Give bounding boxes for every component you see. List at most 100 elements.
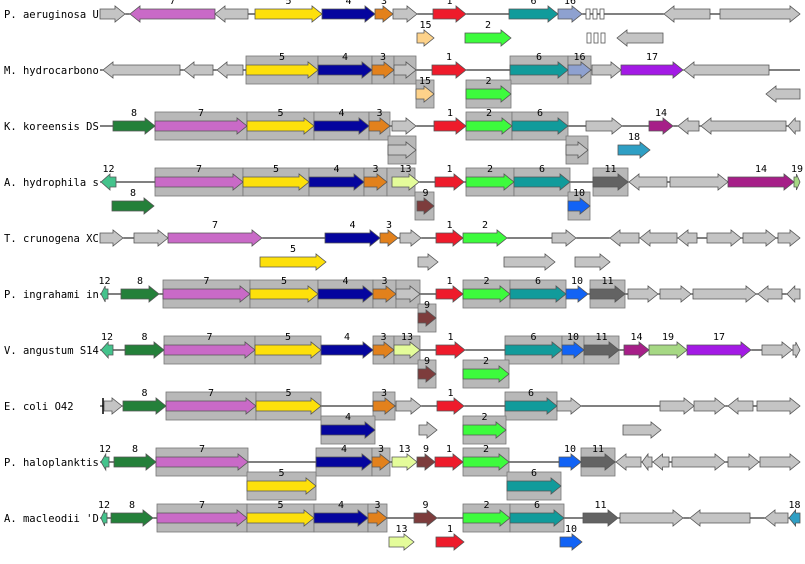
gene-7-arrow[interactable]: [162, 285, 251, 303]
gene-6-arrow[interactable]: [513, 173, 571, 191]
gene-3-arrow[interactable]: [368, 117, 391, 135]
gene-arrow[interactable]: [417, 253, 439, 271]
gene-1-arrow[interactable]: [433, 117, 467, 135]
gene-arrow[interactable]: [727, 453, 760, 471]
gene-5-arrow[interactable]: [249, 285, 319, 303]
gene-9-arrow[interactable]: [417, 309, 437, 327]
gene-8-arrow[interactable]: [112, 117, 156, 135]
gene-19-arrow[interactable]: [793, 173, 801, 191]
gene-arrow[interactable]: [399, 229, 422, 247]
gene-arrow[interactable]: [764, 509, 789, 527]
gene-2-arrow[interactable]: [465, 173, 515, 191]
gene-arrow[interactable]: [761, 341, 793, 359]
gene-arrow[interactable]: [659, 397, 695, 415]
gene-7-arrow[interactable]: [165, 397, 257, 415]
gene-9-arrow[interactable]: [416, 453, 436, 471]
gene-arrow[interactable]: [393, 61, 417, 79]
gene-3-arrow[interactable]: [372, 341, 395, 359]
gene-arrow[interactable]: [103, 397, 123, 415]
gene-12-arrow[interactable]: [100, 340, 114, 360]
gene-5-arrow[interactable]: [245, 61, 319, 79]
gene-11-arrow[interactable]: [582, 509, 619, 527]
gene-12-arrow[interactable]: [100, 173, 117, 191]
gene-arrow[interactable]: [391, 117, 417, 135]
gene-arrow[interactable]: [641, 452, 653, 472]
gene-10-arrow[interactable]: [567, 197, 591, 215]
gene-8-arrow[interactable]: [124, 341, 165, 359]
gene-11-arrow[interactable]: [580, 453, 616, 471]
gene-6-arrow[interactable]: [509, 61, 569, 79]
gene-arrow[interactable]: [387, 141, 417, 159]
gene-arrow[interactable]: [689, 509, 751, 527]
gene-13-arrow[interactable]: [393, 341, 421, 359]
gene-2-arrow[interactable]: [465, 85, 512, 103]
gene-arrow[interactable]: [683, 61, 770, 79]
gene-5-arrow[interactable]: [254, 341, 322, 359]
gene-14-arrow[interactable]: [648, 117, 674, 135]
gene-arrow[interactable]: [395, 397, 422, 415]
gene-arrow[interactable]: [551, 229, 577, 247]
gene-2-arrow[interactable]: [462, 365, 510, 383]
gene-12-arrow[interactable]: [100, 285, 109, 303]
gene-4-arrow[interactable]: [317, 61, 373, 79]
gene-arrow[interactable]: [677, 117, 700, 135]
gene-6-arrow[interactable]: [511, 117, 569, 135]
gene-15-arrow[interactable]: [415, 85, 435, 103]
gene-arrow[interactable]: [700, 117, 787, 135]
gene-arrow[interactable]: [639, 229, 678, 247]
gene-19-arrow[interactable]: [648, 341, 688, 359]
gene-1-arrow[interactable]: [434, 173, 465, 191]
gene-7-arrow[interactable]: [156, 509, 248, 527]
gene-arrow[interactable]: [742, 229, 777, 247]
gene-arrow[interactable]: [565, 141, 589, 159]
gene-1-arrow[interactable]: [434, 453, 464, 471]
gene-5-arrow[interactable]: [246, 509, 315, 527]
gene-8-arrow[interactable]: [120, 285, 160, 303]
gene-4-arrow[interactable]: [313, 509, 369, 527]
gene-12-arrow[interactable]: [100, 452, 110, 472]
gene-arrow[interactable]: [759, 453, 801, 471]
gene-17-arrow[interactable]: [686, 341, 752, 359]
gene-arrow[interactable]: [706, 229, 742, 247]
gene-15-arrow[interactable]: [416, 29, 435, 47]
gene-2-arrow[interactable]: [462, 509, 511, 527]
gene-5-arrow[interactable]: [246, 477, 317, 495]
gene-7-arrow[interactable]: [155, 453, 249, 471]
gene-arrow[interactable]: [585, 117, 623, 135]
gene-arrow[interactable]: [757, 285, 783, 303]
gene-6-arrow[interactable]: [509, 509, 565, 527]
gene-arrow[interactable]: [418, 421, 438, 439]
gene-3-arrow[interactable]: [363, 173, 388, 191]
gene-8-arrow[interactable]: [111, 197, 155, 215]
gene-3-arrow[interactable]: [372, 397, 396, 415]
gene-arrow[interactable]: [214, 5, 249, 23]
gene-1-arrow[interactable]: [435, 229, 464, 247]
gene-arrow[interactable]: [622, 421, 662, 439]
gene-arrow[interactable]: [99, 229, 124, 247]
gene-14-arrow[interactable]: [727, 173, 795, 191]
gene-arrow[interactable]: [619, 509, 684, 527]
gene-7-arrow[interactable]: [167, 229, 263, 247]
gene-5-arrow[interactable]: [242, 173, 310, 191]
gene-1-arrow[interactable]: [431, 61, 467, 79]
gene-2-arrow[interactable]: [462, 285, 511, 303]
gene-10-arrow[interactable]: [565, 285, 589, 303]
gene-11-arrow[interactable]: [589, 285, 626, 303]
gene-11-arrow[interactable]: [583, 341, 620, 359]
gene-6-arrow[interactable]: [509, 285, 567, 303]
gene-2-arrow[interactable]: [462, 229, 508, 247]
gene-7-arrow[interactable]: [154, 173, 244, 191]
gene-7-arrow[interactable]: [154, 117, 248, 135]
gene-3-arrow[interactable]: [372, 285, 397, 303]
gene-arrow[interactable]: [669, 173, 729, 191]
gene-arrow[interactable]: [765, 85, 801, 103]
gene-16-arrow[interactable]: [567, 61, 592, 79]
gene-10-arrow[interactable]: [559, 533, 583, 551]
gene-10-arrow[interactable]: [558, 453, 582, 471]
gene-4-arrow[interactable]: [324, 229, 381, 247]
gene-arrow[interactable]: [556, 397, 582, 415]
gene-arrow[interactable]: [503, 253, 556, 271]
gene-14-arrow[interactable]: [623, 341, 650, 359]
gene-13-arrow[interactable]: [388, 533, 415, 551]
gene-1-arrow[interactable]: [435, 341, 466, 359]
